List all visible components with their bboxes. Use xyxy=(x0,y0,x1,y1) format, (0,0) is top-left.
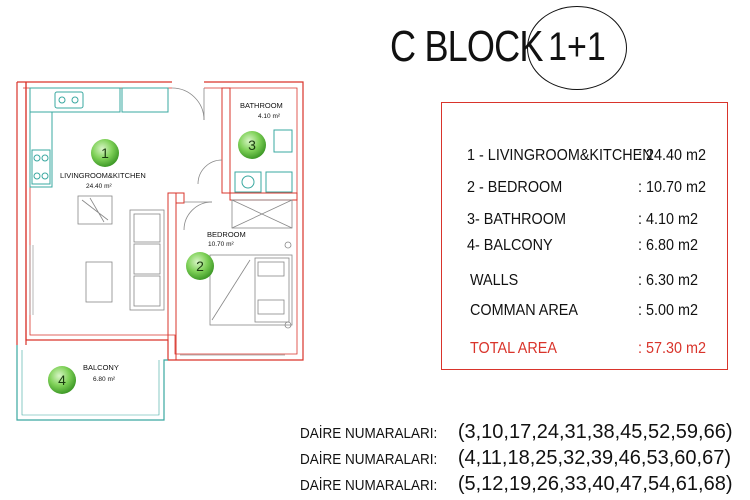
daire-numbers-3: (5,12,19,26,33,40,47,54,61,68) xyxy=(457,473,733,495)
areas-table: 1 - LIVINGROOM&KITCHEN : 24.40 m2 2 - BE… xyxy=(441,102,728,370)
doors xyxy=(171,87,223,231)
daire-numbers-2: (4,11,18,25,32,39,46,53,60,67) xyxy=(457,447,731,469)
area-value-balcony: : 6.80 m2 xyxy=(638,237,699,254)
balcony xyxy=(16,345,168,421)
badge-room-2 xyxy=(186,252,214,280)
badge-number-2: 2 xyxy=(196,258,204,274)
area-value-common: : 5.00 m2 xyxy=(638,302,699,319)
badge-number-3: 3 xyxy=(248,137,256,153)
kitchen-counter xyxy=(29,87,169,188)
room-area-living: 24.40 m² xyxy=(86,183,112,190)
windows xyxy=(29,245,285,356)
room-name-bathroom: BATHROOM xyxy=(240,101,283,110)
badge-room-3 xyxy=(238,131,266,159)
room-name-living: LIVINGROOM&KITCHEN xyxy=(60,171,146,180)
area-label-living: 1 - LIVINGROOM&KITCHEN xyxy=(467,147,653,164)
daire-label-2: DAİRE NUMARALARI: xyxy=(300,451,438,468)
area-value-bathroom: : 4.10 m2 xyxy=(638,211,699,228)
bathroom-fixtures xyxy=(234,129,293,193)
floor-plan: BATHROOM 4.10 m² LIVINGROOM&KITCHEN 24.4… xyxy=(16,81,304,421)
badge-number-4: 4 xyxy=(58,372,66,388)
room-badges: 1 2 3 4 xyxy=(48,131,266,394)
room-area-bathroom: 4.10 m² xyxy=(258,113,281,120)
area-label-common: COMMAN AREA xyxy=(470,302,579,319)
badge-room-1 xyxy=(91,139,119,167)
room-labels: BATHROOM 4.10 m² LIVINGROOM&KITCHEN 24.4… xyxy=(60,101,283,383)
daire-numbers-1: (3,10,17,24,31,38,45,52,59,66) xyxy=(457,421,733,443)
daire-label-1: DAİRE NUMARALARI: xyxy=(300,425,438,442)
badge-room-4 xyxy=(48,366,76,394)
room-name-balcony: BALCONY xyxy=(83,363,119,372)
area-label-bedroom: 2 - BEDROOM xyxy=(467,179,563,196)
bedroom-furniture xyxy=(209,199,293,329)
living-furniture xyxy=(77,195,165,311)
area-value-total: : 57.30 m2 xyxy=(638,340,707,357)
room-name-bedroom: BEDROOM xyxy=(207,230,246,239)
area-label-walls: WALLS xyxy=(470,272,519,289)
room-area-balcony: 6.80 m² xyxy=(93,376,116,383)
daire-row-2: DAİRE NUMARALARI: (4,11,18,25,32,39,46,5… xyxy=(300,447,731,470)
area-value-living: : 24.40 m2 xyxy=(638,147,707,164)
block-title: C BLOCK xyxy=(390,22,543,71)
unit-type-badge: 1+1 xyxy=(527,6,627,90)
interior-walls xyxy=(167,87,298,361)
area-label-total: TOTAL AREA xyxy=(470,340,557,357)
area-label-balcony: 4- BALCONY xyxy=(467,237,553,254)
daire-row-1: DAİRE NUMARALARI: (3,10,17,24,31,38,45,5… xyxy=(300,421,732,444)
daire-row-3: DAİRE NUMARALARI: (5,12,19,26,33,40,47,5… xyxy=(300,473,732,496)
daire-label-3: DAİRE NUMARALARI: xyxy=(300,477,438,494)
area-label-bathroom: 3- BATHROOM xyxy=(467,211,566,228)
area-value-bedroom: : 10.70 m2 xyxy=(638,179,707,196)
area-value-walls: : 6.30 m2 xyxy=(638,272,699,289)
unit-type-label: 1+1 xyxy=(548,25,606,69)
badge-number-1: 1 xyxy=(101,145,109,161)
room-area-bedroom: 10.70 m² xyxy=(208,241,234,248)
